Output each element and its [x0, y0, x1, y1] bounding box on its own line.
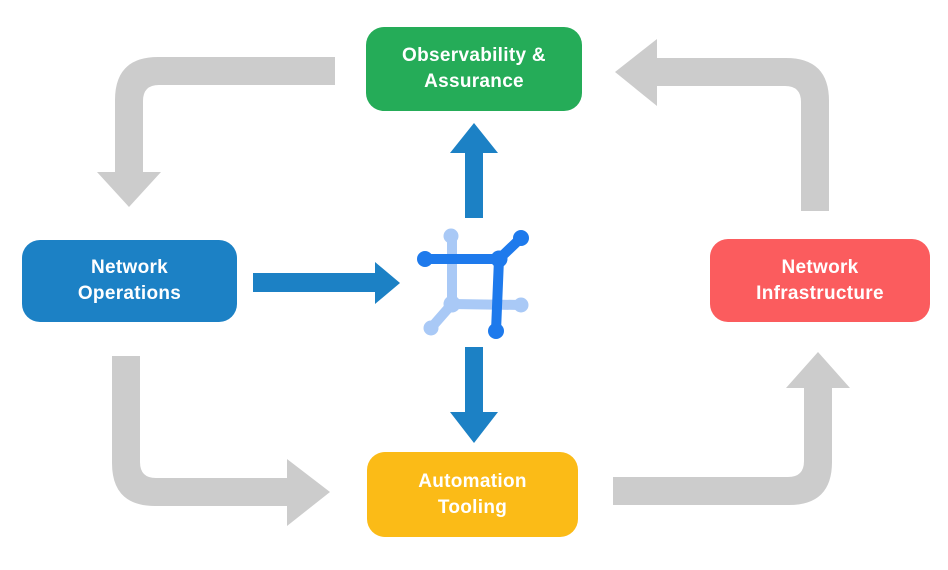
box-label-line: Network: [781, 256, 859, 278]
network-mesh-icon: [417, 228, 529, 339]
icon-node-dark-junction: [490, 250, 508, 268]
icon-node-light-top: [443, 228, 459, 244]
gray-arrow-observability-to-operations: [97, 57, 335, 207]
box-label-line: Network: [90, 257, 169, 278]
box-label-line: Operations: [77, 283, 182, 304]
box-label-line: Infrastructure: [756, 282, 884, 304]
icon-node-dark-left: [417, 251, 433, 267]
blue-arrow-operations-to-icon: [253, 262, 400, 304]
icon-dark-line-vertical: [491, 254, 504, 336]
gray-arrow-tooling-to-infrastructure: [613, 352, 850, 505]
box-label-line: Automation: [418, 470, 527, 492]
icon-node-dark-top-right: [513, 230, 529, 246]
icon-node-light-right: [513, 297, 529, 313]
blue-arrow-icon-to-tooling: [450, 347, 498, 443]
box-automation-tooling: Automation Tooling: [367, 452, 578, 537]
icon-node-dark-bottom: [488, 323, 504, 339]
blue-arrow-icon-to-observability: [450, 123, 498, 218]
icon-light-line-horizontal: [447, 299, 526, 310]
icon-light-line-vertical: [426, 231, 457, 333]
box-label-line: Assurance: [424, 71, 524, 92]
gray-arrow-operations-to-tooling: [112, 356, 330, 526]
box-label-line: Tooling: [437, 496, 508, 518]
gray-arrow-infrastructure-to-observability: [615, 39, 829, 211]
icon-node-light-junction: [443, 295, 461, 313]
box-network-operations: Network Operations: [22, 240, 237, 322]
box-network-infrastructure: Network Infrastructure: [710, 239, 930, 322]
box-observability-assurance: Observability & Assurance: [366, 27, 582, 111]
box-label-line: Observability &: [402, 45, 546, 66]
icon-node-light-bottom-left: [423, 320, 439, 336]
